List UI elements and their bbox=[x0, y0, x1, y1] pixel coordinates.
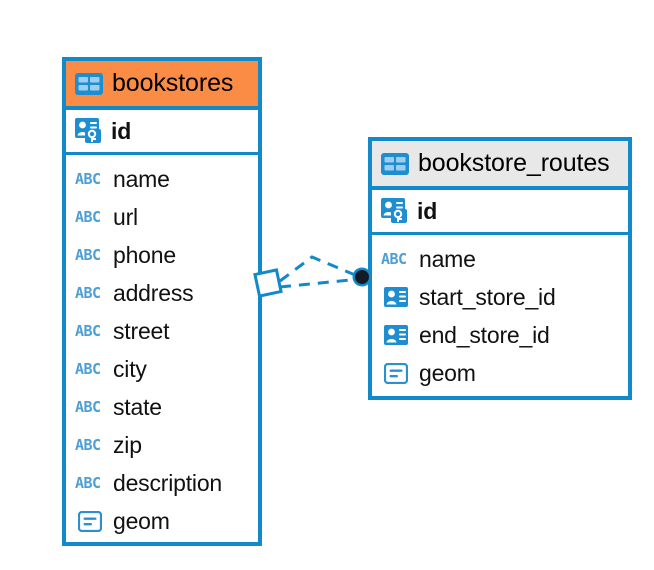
field-label: id bbox=[111, 117, 132, 144]
abc-icon: ABC bbox=[75, 435, 101, 454]
field-row-address[interactable]: ABC address bbox=[66, 274, 258, 312]
field-label: id bbox=[417, 197, 438, 224]
field-row-description[interactable]: ABC description bbox=[66, 464, 258, 502]
field-row-phone[interactable]: ABC phone bbox=[66, 236, 258, 274]
field-label: start_store_id bbox=[419, 283, 556, 310]
primary-key-icon bbox=[381, 198, 409, 224]
field-row-geom[interactable]: geom bbox=[372, 354, 628, 392]
primary-key-icon bbox=[75, 118, 103, 144]
table-icon bbox=[381, 152, 409, 175]
abc-icon: ABC bbox=[75, 245, 101, 264]
field-label: phone bbox=[113, 241, 176, 268]
abc-icon: ABC bbox=[75, 321, 101, 340]
abc-icon: ABC bbox=[75, 473, 101, 492]
abc-icon: ABC bbox=[75, 397, 101, 416]
abc-icon: ABC bbox=[75, 207, 101, 226]
entity-header-bookstores[interactable]: bookstores bbox=[66, 61, 258, 110]
relationship-line-upper bbox=[279, 255, 361, 283]
field-label: address bbox=[113, 279, 194, 306]
field-row-zip[interactable]: ABC zip bbox=[66, 426, 258, 464]
foreign-key-icon bbox=[381, 287, 411, 307]
field-label: geom bbox=[113, 507, 170, 534]
field-row-name[interactable]: ABC name bbox=[372, 240, 628, 278]
field-label: end_store_id bbox=[419, 321, 550, 348]
field-label: zip bbox=[113, 431, 142, 458]
field-label: name bbox=[113, 165, 170, 192]
table-icon bbox=[75, 72, 103, 95]
field-label: geom bbox=[419, 359, 476, 386]
field-row-url[interactable]: ABC url bbox=[66, 198, 258, 236]
entity-field-list: ABC name ABC url ABC phone ABC address A… bbox=[66, 155, 258, 540]
entity-title: bookstore_routes bbox=[418, 149, 610, 177]
relationship-line-lower bbox=[279, 277, 361, 289]
field-row-name[interactable]: ABC name bbox=[66, 160, 258, 198]
abc-icon: ABC bbox=[75, 169, 101, 188]
field-label: description bbox=[113, 469, 223, 496]
entity-header-bookstore-routes[interactable]: bookstore_routes bbox=[372, 141, 628, 190]
entity-field-list: ABC name start_store_id bbox=[372, 235, 628, 392]
field-row-state[interactable]: ABC state bbox=[66, 388, 258, 426]
geometry-icon bbox=[381, 362, 411, 384]
field-label: name bbox=[419, 245, 476, 272]
field-row-primary-key[interactable]: id bbox=[372, 190, 628, 235]
field-label: state bbox=[113, 393, 162, 420]
entity-title: bookstores bbox=[112, 69, 234, 97]
field-label: street bbox=[113, 317, 170, 344]
field-row-primary-key[interactable]: id bbox=[66, 110, 258, 155]
field-row-start-store-id[interactable]: start_store_id bbox=[372, 278, 628, 316]
geometry-icon bbox=[75, 510, 105, 532]
field-row-geom[interactable]: geom bbox=[66, 502, 258, 540]
foreign-key-icon bbox=[381, 325, 411, 345]
entity-table-bookstores[interactable]: bookstores id ABC bbox=[62, 57, 262, 546]
field-label: city bbox=[113, 355, 147, 382]
abc-icon: ABC bbox=[75, 359, 101, 378]
field-label: url bbox=[113, 203, 138, 230]
abc-icon: ABC bbox=[381, 249, 407, 268]
field-row-street[interactable]: ABC street bbox=[66, 312, 258, 350]
entity-table-bookstore-routes[interactable]: bookstore_routes id ABC bbox=[368, 137, 632, 400]
field-row-city[interactable]: ABC city bbox=[66, 350, 258, 388]
abc-icon: ABC bbox=[75, 283, 101, 302]
field-row-end-store-id[interactable]: end_store_id bbox=[372, 316, 628, 354]
